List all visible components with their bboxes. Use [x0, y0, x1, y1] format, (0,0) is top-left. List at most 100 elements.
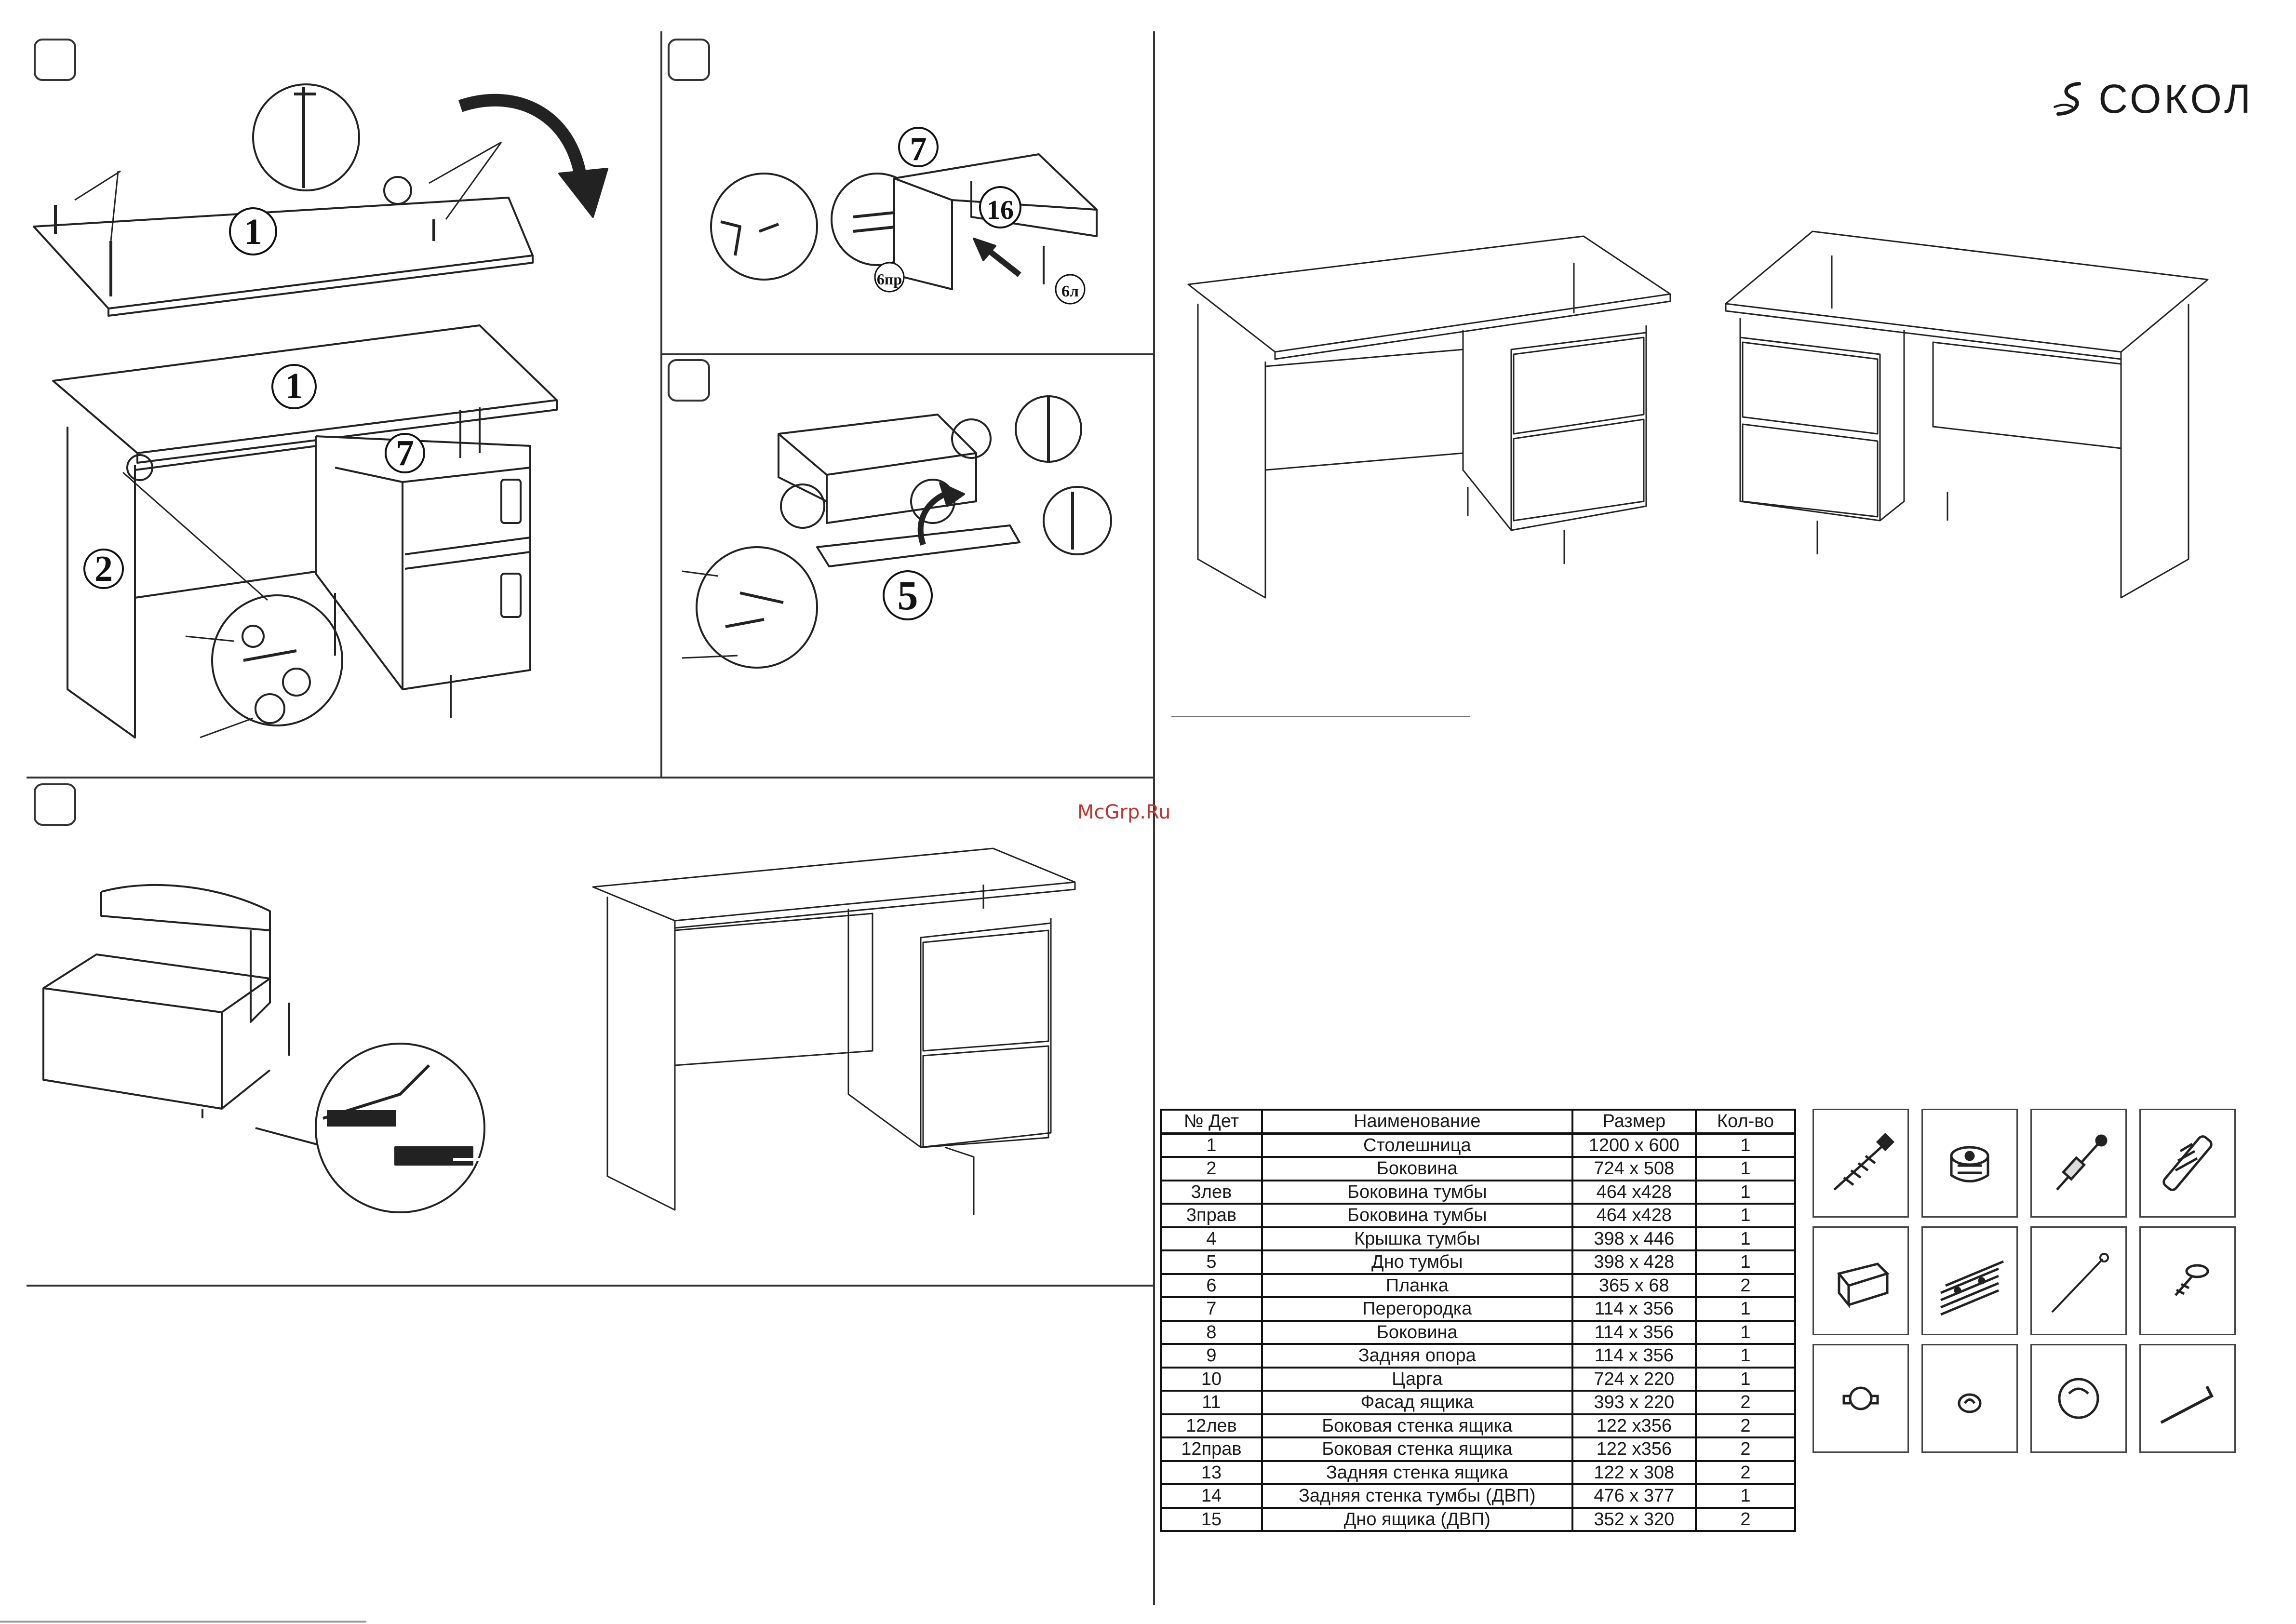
hardware-cell: [2030, 1226, 2127, 1335]
cam-bolt-icon: [2056, 1134, 2108, 1191]
cell-qty: 1: [1694, 1296, 1797, 1322]
cell-size: 393 х 220: [1571, 1390, 1697, 1415]
step2-diagram: 7 16 6пр 6л: [710, 127, 1098, 305]
header-quantity: Кол-во: [1694, 1109, 1797, 1135]
hardware-cell: [2030, 1109, 2127, 1218]
step-box-3: [668, 359, 710, 402]
cell-name: Задняя опора: [1261, 1343, 1573, 1369]
cam-lock-icon: [1950, 1146, 1989, 1182]
cell-qty: 1: [1694, 1156, 1797, 1181]
cell-name: Задняя стенка ящика: [1261, 1460, 1573, 1485]
hardware-cell: [2030, 1344, 2127, 1453]
parts-table-header: № Дет Наименование Размер Кол-во: [1160, 1109, 1797, 1135]
cell-name: Задняя стенка тумбы (ДВП): [1261, 1483, 1573, 1509]
cell-size: 352 х 320: [1571, 1506, 1697, 1532]
cell-name: Боковина: [1261, 1319, 1573, 1345]
cell-number: 10: [1160, 1366, 1263, 1392]
cell-number: 14: [1160, 1483, 1263, 1509]
cell-name: Столешница: [1261, 1132, 1573, 1158]
wood-screw-icon: [2175, 1264, 2209, 1296]
cell-size: 464 х428: [1571, 1179, 1697, 1205]
hardware-cell: [1813, 1226, 1909, 1335]
cell-size: 476 х 377: [1571, 1483, 1697, 1509]
divider-short-right: [1171, 716, 1470, 717]
step3-label-bottom: 5: [898, 572, 918, 618]
cell-qty: 1: [1694, 1132, 1797, 1158]
hardware-grid: [1813, 1109, 2236, 1453]
cell-name: Боковина: [1261, 1156, 1573, 1181]
cell-size: 724 х 220: [1571, 1366, 1697, 1392]
cell-size: 114 х 356: [1571, 1319, 1697, 1345]
cell-qty: 2: [1694, 1436, 1797, 1462]
wood-dowel-icon: [2162, 1135, 2213, 1191]
cell-size: 122 х356: [1571, 1413, 1697, 1438]
desk-view-left: [1187, 235, 1671, 599]
step2-label-right: 6л: [1061, 282, 1079, 300]
step4-diagram: [42, 884, 485, 1213]
hardware-cell: [1813, 1344, 1909, 1453]
step4-assembled-desk: [592, 847, 1076, 1215]
cell-name: Дно тумбы: [1261, 1249, 1573, 1275]
cell-name: Боковина тумбы: [1261, 1179, 1573, 1205]
cell-number: 3прав: [1160, 1203, 1263, 1228]
step2-label-left: 6пр: [877, 270, 902, 288]
confirmat-screw-icon: [1833, 1132, 1895, 1191]
cell-number: 12прав: [1160, 1436, 1263, 1462]
step1-label-top: 1: [244, 212, 262, 252]
cell-number: 6: [1160, 1273, 1263, 1298]
desk-view-right: [1725, 230, 2209, 599]
cell-qty: 2: [1694, 1506, 1797, 1532]
cell-number: 2: [1160, 1156, 1263, 1181]
cell-qty: 1: [1694, 1226, 1797, 1251]
hardware-cell: [1921, 1344, 2018, 1453]
plug-cap-icon: [1842, 1386, 1879, 1410]
divider-horizontal-upper: [27, 777, 1154, 778]
cell-name: Боковина тумбы: [1261, 1203, 1573, 1228]
cell-size: 114 х 356: [1571, 1296, 1697, 1322]
cell-qty: 1: [1694, 1249, 1797, 1275]
divider-horizontal-mid: [661, 353, 1154, 355]
cell-name: Крышка тумбы: [1261, 1226, 1573, 1251]
cell-size: 114 х 356: [1571, 1343, 1697, 1369]
cell-name: Фасад ящика: [1261, 1390, 1573, 1415]
step3-diagram: 5: [682, 395, 1112, 669]
brand-logo: СОКОЛ: [2051, 67, 2254, 130]
cell-number: 8: [1160, 1319, 1263, 1345]
hardware-cell: [2139, 1109, 2236, 1218]
cell-number: 12лев: [1160, 1413, 1263, 1438]
hardware-cell: [1921, 1109, 2018, 1218]
cell-size: 122 х356: [1571, 1436, 1697, 1462]
hardware-cell: [2139, 1226, 2236, 1335]
cell-number: 15: [1160, 1506, 1263, 1532]
cell-size: 1200 х 600: [1571, 1132, 1697, 1158]
brand-name: СОКОЛ: [2098, 76, 2254, 121]
cell-number: 3лев: [1160, 1179, 1263, 1205]
step1-label-side: 2: [94, 549, 113, 589]
cell-size: 398 х 428: [1571, 1249, 1697, 1275]
drawer-runners-icon: [1940, 1260, 2004, 1316]
step1-diagram: 1 1 2 7: [33, 83, 608, 738]
nail-icon: [2051, 1253, 2109, 1313]
cell-qty: 1: [1694, 1319, 1797, 1345]
hardware-cell: [1921, 1226, 2018, 1335]
cell-qty: 1: [1694, 1483, 1797, 1509]
cell-name: Дно ящика (ДВП): [1261, 1506, 1573, 1532]
cell-size: 365 х 68: [1571, 1273, 1697, 1298]
cell-number: 5: [1160, 1249, 1263, 1275]
step-box-4: [34, 783, 76, 826]
step1-label-top-b: 1: [285, 366, 303, 406]
cell-name: Боковая стенка ящика: [1261, 1413, 1573, 1438]
